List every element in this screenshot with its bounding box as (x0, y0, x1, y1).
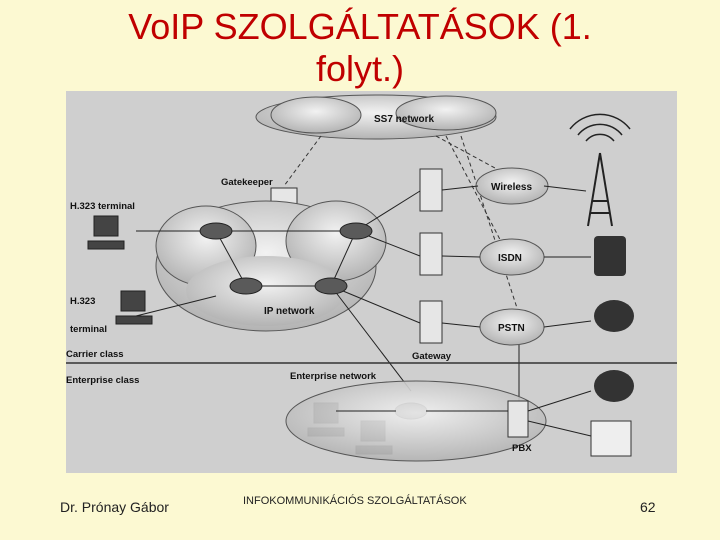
h323-bottom-label-1: H.323 (70, 296, 95, 307)
title-line-1: VoIP SZOLGÁLTATÁSOK (1. (128, 6, 592, 47)
phone-icons (590, 236, 634, 457)
network-links (135, 185, 592, 401)
pbx-label: PBX (512, 443, 532, 454)
enterprise-links (336, 390, 592, 437)
title-line-2: folyt.) (315, 48, 404, 89)
page-number: 62 (640, 499, 656, 515)
pstn-label: PSTN (498, 323, 525, 334)
radio-tower-icon (569, 113, 631, 227)
voip-diagram: SS7 network Wireless ISDN PSTN (66, 91, 677, 473)
wireless-label: Wireless (491, 182, 532, 193)
h323-bottom-label-2: terminal (70, 324, 107, 335)
slide-title: VoIP SZOLGÁLTATÁSOK (1. folyt.) (0, 6, 720, 90)
pbx-box (507, 400, 529, 438)
course-title: INFOKOMMUNIKÁCIÓS SZOLGÁLTATÁSOK (243, 495, 467, 507)
enterprise-cloud (285, 380, 547, 462)
author: Dr. Prónay Gábor (60, 499, 169, 515)
ip-network-label: IP network (264, 306, 315, 317)
enterprise-network-label: Enterprise network (290, 371, 377, 382)
ss7-label: SS7 network (374, 114, 434, 125)
ss7-cloud (255, 94, 497, 140)
h323-top-label: H.323 terminal (70, 201, 135, 212)
carrier-class-label: Carrier class (66, 349, 124, 360)
gatekeeper-label: Gatekeeper (221, 177, 273, 188)
enterprise-class-label: Enterprise class (66, 375, 139, 386)
isdn-label: ISDN (498, 253, 522, 264)
gateway-label: Gateway (412, 351, 452, 362)
